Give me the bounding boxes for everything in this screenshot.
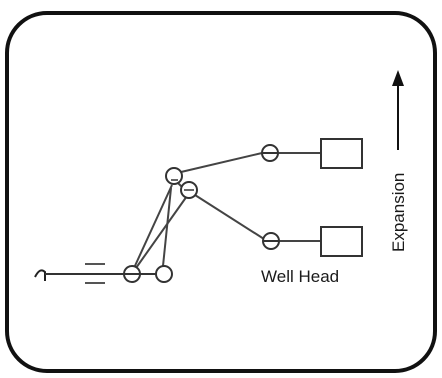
diagram-frame	[5, 11, 437, 373]
pipe-diagonal-2	[135, 195, 188, 269]
manifold-node-bottom	[180, 181, 198, 199]
well-head-box-upper	[320, 138, 363, 169]
pipe-lower-branch	[194, 194, 265, 240]
manifold-node-top	[165, 167, 183, 185]
pipe-vertical	[162, 187, 172, 267]
pipe-upper-branch	[180, 152, 263, 173]
expansion-arrow-head	[392, 70, 404, 86]
inlet-symbol	[34, 269, 46, 281]
valve-node-upper	[261, 144, 279, 162]
expansion-label: Expansion	[389, 173, 408, 252]
valve-node-lower	[262, 232, 280, 250]
valve-node-lower-left	[123, 265, 141, 283]
well-head-box-lower	[320, 226, 363, 257]
valve-node-lower-right	[155, 265, 173, 283]
pipe-diagonal-1	[133, 184, 173, 269]
well-head-label: Well Head	[261, 267, 339, 286]
